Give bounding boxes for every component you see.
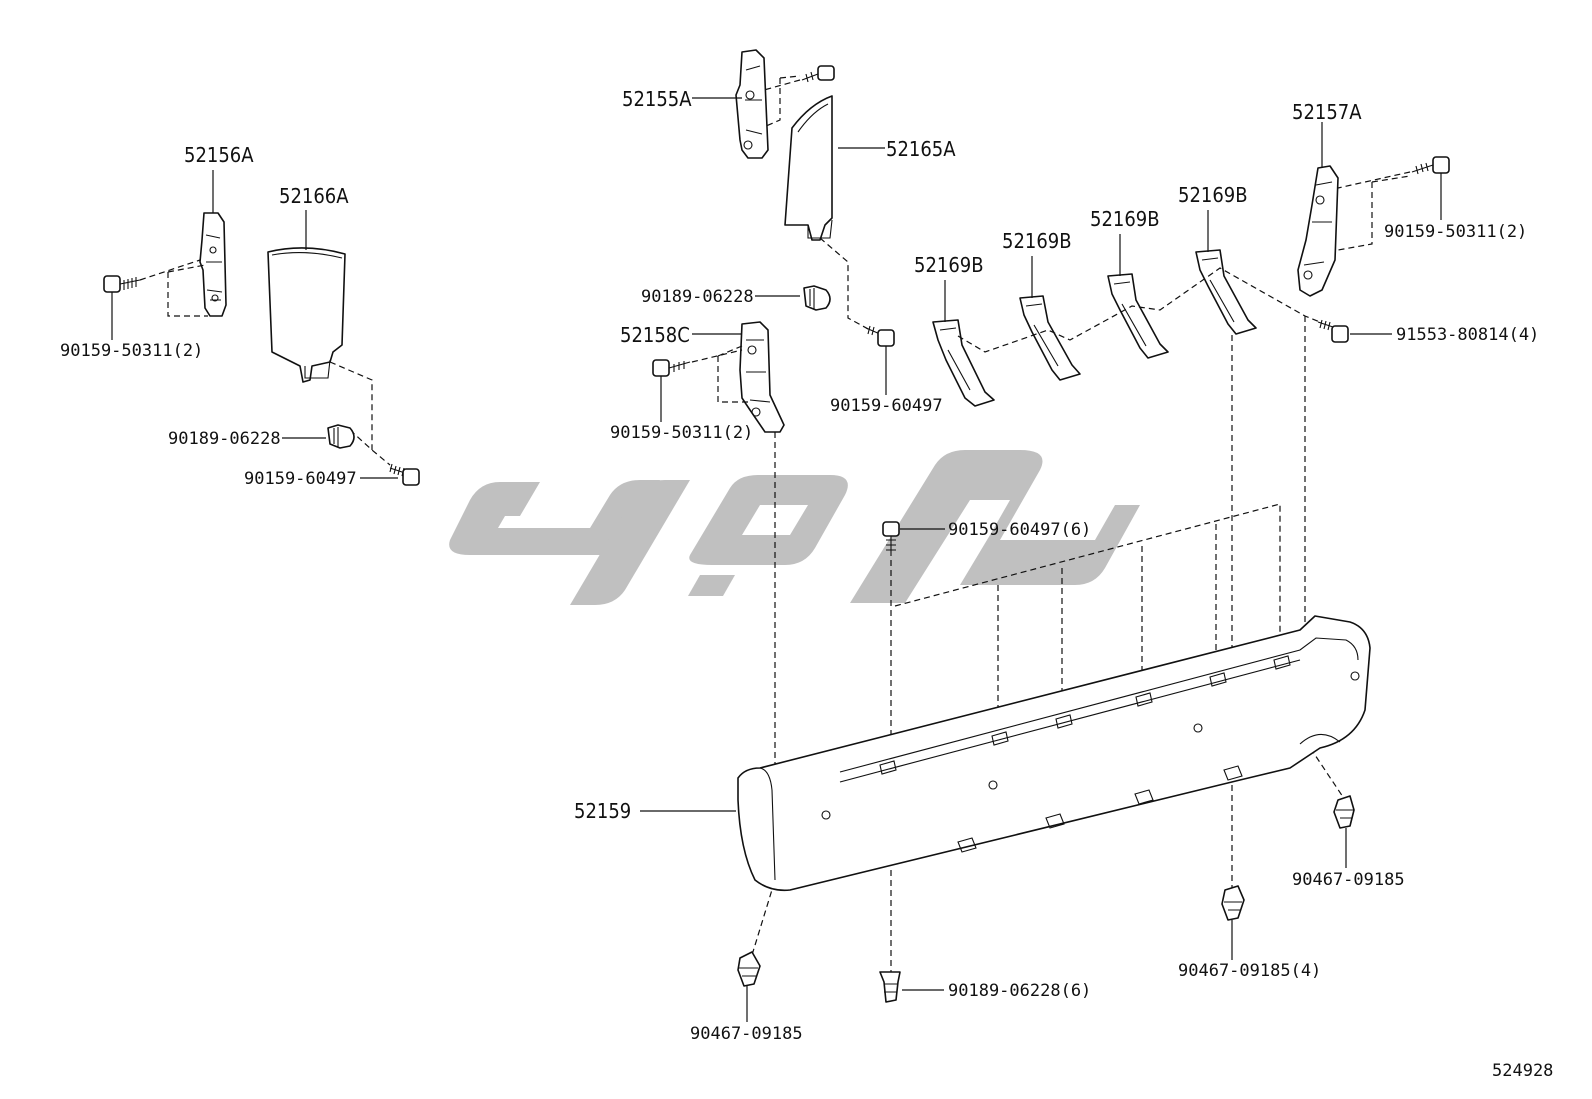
part-52156A-bracket — [199, 212, 227, 317]
part-52158C-bracket — [739, 321, 785, 433]
clip-90467-09185-left — [737, 951, 761, 987]
label-52166A: 52166A — [279, 184, 349, 208]
label-90189-06228-left: 90189-06228 — [168, 429, 281, 449]
part-52159-bumper — [737, 615, 1371, 892]
screw-90159-50311-right — [1411, 156, 1450, 175]
clip-90467-09185-right — [1333, 795, 1355, 829]
label-90159-60497-mid: 90159-60497 — [830, 396, 943, 416]
part-52169B-bracket-1 — [932, 319, 995, 407]
watermark-logo — [449, 450, 1140, 605]
label-52156A: 52156A — [184, 143, 254, 167]
clip-90189-06228-6 — [879, 971, 901, 1003]
label-52169B-4: 52169B — [1178, 183, 1248, 207]
part-52169B-bracket-4 — [1195, 249, 1257, 335]
label-90159-60497-left: 90159-60497 — [244, 469, 357, 489]
clip-90467-09185-4 — [1221, 885, 1245, 921]
screw-90159-60497-left — [389, 463, 420, 486]
label-90159-60497-6: 90159-60497(6) — [948, 520, 1091, 540]
screw-90159-60497-mid — [865, 325, 895, 347]
label-52165A: 52165A — [886, 137, 956, 161]
label-52169B-3: 52169B — [1090, 207, 1160, 231]
label-90159-50311-right: 90159-50311(2) — [1384, 222, 1527, 242]
clip-90189-06228-mid — [803, 285, 831, 311]
part-52155A-bracket — [735, 49, 769, 159]
screw-91553-80814 — [1317, 319, 1349, 343]
label-52169B-2: 52169B — [1002, 229, 1072, 253]
label-90189-06228-6: 90189-06228(6) — [948, 981, 1091, 1001]
part-52166A-cover — [267, 247, 346, 383]
part-52157A-bracket — [1297, 165, 1339, 297]
part-52169B-bracket-2 — [1019, 295, 1081, 381]
part-52165A-cover — [784, 95, 833, 241]
diagram-number: 524928 — [1492, 1061, 1553, 1081]
screw-90159-60497-6 — [882, 521, 900, 556]
label-90467-09185-4: 90467-09185(4) — [1178, 961, 1321, 981]
label-90189-06228-mid: 90189-06228 — [641, 287, 754, 307]
clip-90189-06228-left — [327, 424, 355, 449]
label-90159-50311-mid: 90159-50311(2) — [610, 423, 753, 443]
label-90467-09185-left: 90467-09185 — [690, 1024, 803, 1044]
label-52157A: 52157A — [1292, 100, 1362, 124]
screw-90159-50311-left — [103, 275, 141, 293]
screw-90159-50311-mid — [652, 359, 691, 377]
label-52169B-1: 52169B — [914, 253, 984, 277]
label-52159: 52159 — [574, 799, 631, 823]
label-52158C: 52158C — [620, 323, 690, 347]
label-90159-50311-left: 90159-50311(2) — [60, 341, 203, 361]
screw-52155A-top — [801, 65, 835, 83]
part-52169B-bracket-3 — [1107, 273, 1169, 359]
label-91553-80814: 91553-80814(4) — [1396, 325, 1539, 345]
label-52155A: 52155A — [622, 87, 692, 111]
label-90467-09185-right: 90467-09185 — [1292, 870, 1405, 890]
